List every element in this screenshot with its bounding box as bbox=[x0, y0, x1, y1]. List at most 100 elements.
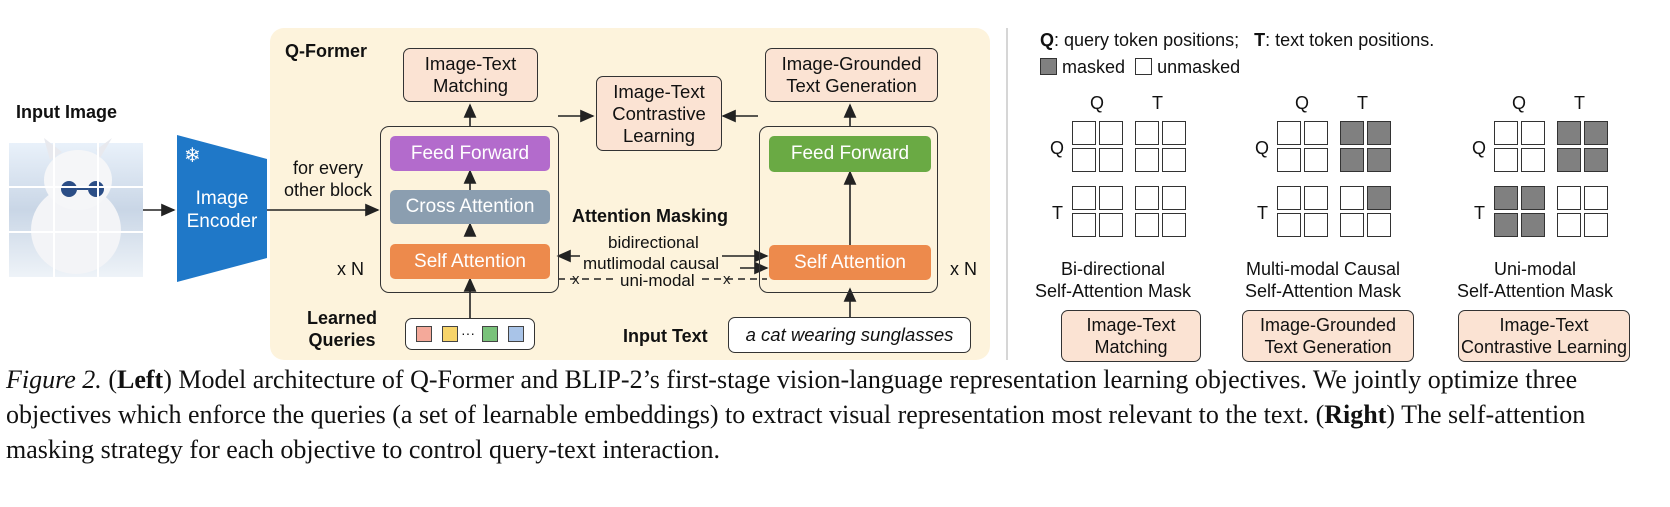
mask-cell-unmasked bbox=[1135, 186, 1159, 210]
caption-open: ( bbox=[101, 365, 117, 394]
legend-q-key: Q bbox=[1040, 30, 1055, 50]
attention-masking-label: Attention Masking bbox=[572, 206, 728, 226]
mask-row-q-label: Q bbox=[1255, 138, 1270, 158]
mask-cell-unmasked bbox=[1277, 186, 1301, 210]
mask-objective-box: Image-Text Contrastive Learning bbox=[1458, 310, 1630, 362]
mask-cell-unmasked bbox=[1557, 213, 1581, 237]
legend-t-text: : text token positions. bbox=[1265, 30, 1435, 50]
input-image-label: Input Image bbox=[16, 102, 118, 122]
xn-right-label: x N bbox=[950, 259, 977, 279]
mask-cell-masked bbox=[1584, 148, 1608, 172]
mask-cell-masked bbox=[1557, 121, 1581, 145]
mask-cell-unmasked bbox=[1099, 186, 1123, 210]
caption-text-1: ) Model architecture of Q-Former and BLI… bbox=[6, 365, 1578, 429]
image-encoder-label: Image Encoder bbox=[186, 188, 258, 232]
learned-queries-label: Learned Queries bbox=[306, 308, 378, 350]
mask-title: Multi-modal Causal Self-Attention Mask bbox=[1244, 259, 1402, 301]
qformer-image-stack bbox=[380, 126, 559, 293]
snowflake-icon: ❄ bbox=[184, 145, 201, 167]
mask-cell-unmasked bbox=[1099, 148, 1123, 172]
mask-cell-masked bbox=[1521, 186, 1545, 210]
mask-cell-masked bbox=[1367, 186, 1391, 210]
mask-cell-unmasked bbox=[1135, 148, 1159, 172]
mask-row-t-label: T bbox=[1474, 203, 1485, 223]
legend: Q: query token positions; T: text token … bbox=[1040, 28, 1434, 79]
mask-cell-unmasked bbox=[1494, 121, 1518, 145]
mask-cell-unmasked bbox=[1162, 213, 1186, 237]
mask-cell-unmasked bbox=[1162, 148, 1186, 172]
mask-row-q-label: Q bbox=[1050, 138, 1065, 158]
every-other-block-label: for every other block bbox=[283, 158, 373, 200]
mask-cell-unmasked bbox=[1340, 186, 1364, 210]
legend-masked-label: masked bbox=[1062, 57, 1126, 77]
itg-box: Image-Grounded Text Generation bbox=[765, 48, 938, 102]
mask-cell-unmasked bbox=[1304, 186, 1328, 210]
queries-ellipsis: ··· bbox=[461, 325, 475, 341]
query-token-1 bbox=[416, 326, 432, 342]
input-text-label: Input Text bbox=[623, 326, 708, 346]
mask-cell-unmasked bbox=[1162, 186, 1186, 210]
mask-cell-unmasked bbox=[1494, 148, 1518, 172]
legend-unmasked-label: unmasked bbox=[1157, 57, 1241, 77]
feed-forward-text: Feed Forward bbox=[769, 136, 931, 172]
mask-col-q-label: Q bbox=[1090, 93, 1105, 113]
legend-unmasked-swatch bbox=[1135, 58, 1153, 75]
feed-forward-image: Feed Forward bbox=[390, 136, 550, 171]
caption-text-2: ) The self-attention masking strategy fo… bbox=[6, 400, 1586, 464]
mask-cell-masked bbox=[1584, 121, 1608, 145]
mask-col-q-label: Q bbox=[1512, 93, 1527, 113]
mask-causal-label: mutlimodal causal bbox=[580, 253, 723, 275]
legend-masked-swatch bbox=[1040, 58, 1057, 75]
input-text-box: a cat wearing sunglasses bbox=[728, 317, 971, 353]
mask-cell-masked bbox=[1521, 213, 1545, 237]
mask-cell-unmasked bbox=[1072, 213, 1096, 237]
qformer-text-stack bbox=[759, 126, 938, 293]
mask-col-q-label: Q bbox=[1295, 93, 1310, 113]
self-attention-image: Self Attention bbox=[390, 244, 550, 279]
mask-cell-unmasked bbox=[1277, 148, 1301, 172]
image-encoder-shape bbox=[177, 135, 267, 282]
caption-fig-label: Figure 2. bbox=[6, 365, 102, 394]
query-token-3 bbox=[482, 326, 498, 342]
mask-title: Uni-modal Self-Attention Mask bbox=[1456, 259, 1614, 301]
mask-cell-unmasked bbox=[1135, 213, 1159, 237]
svg-text:x: x bbox=[723, 271, 731, 288]
mask-cell-masked bbox=[1340, 121, 1364, 145]
mask-unimodal-label: uni-modal bbox=[617, 270, 698, 292]
query-token-2 bbox=[442, 326, 458, 342]
caption-right-word: Right bbox=[1324, 400, 1387, 429]
mask-cell-unmasked bbox=[1304, 121, 1328, 145]
mask-cell-masked bbox=[1557, 148, 1581, 172]
mask-cell-unmasked bbox=[1304, 213, 1328, 237]
svg-text:x: x bbox=[572, 271, 580, 288]
mask-cell-unmasked bbox=[1072, 121, 1096, 145]
mask-cell-unmasked bbox=[1277, 121, 1301, 145]
mask-cell-unmasked bbox=[1099, 121, 1123, 145]
qformer-label: Q-Former bbox=[285, 41, 368, 61]
cross-attention: Cross Attention bbox=[390, 190, 550, 224]
query-token-4 bbox=[508, 326, 524, 342]
legend-t-key: T bbox=[1254, 30, 1266, 50]
mask-cell-unmasked bbox=[1099, 213, 1123, 237]
mask-cell-unmasked bbox=[1521, 121, 1545, 145]
mask-col-t-label: T bbox=[1574, 93, 1585, 113]
xn-left-label: x N bbox=[337, 259, 364, 279]
caption-left-word: Left bbox=[116, 365, 164, 394]
mask-bidirectional-label: bidirectional bbox=[605, 232, 702, 254]
mask-col-t-label: T bbox=[1357, 93, 1368, 113]
input-image bbox=[9, 138, 143, 277]
mask-cell-masked bbox=[1367, 121, 1391, 145]
mask-row-t-label: T bbox=[1257, 203, 1268, 223]
mask-cell-unmasked bbox=[1162, 121, 1186, 145]
mask-cell-masked bbox=[1367, 148, 1391, 172]
mask-cell-unmasked bbox=[1135, 121, 1159, 145]
mask-cell-masked bbox=[1494, 213, 1518, 237]
mask-row-t-label: T bbox=[1052, 203, 1063, 223]
figure-caption: Figure 2. (Left) Model architecture of Q… bbox=[6, 362, 1666, 467]
itm-box: Image-Text Matching bbox=[403, 48, 538, 102]
mask-cell-unmasked bbox=[1367, 213, 1391, 237]
mask-col-t-label: T bbox=[1152, 93, 1163, 113]
mask-cell-unmasked bbox=[1304, 148, 1328, 172]
mask-cell-unmasked bbox=[1521, 148, 1545, 172]
mask-objective-box: Image-Grounded Text Generation bbox=[1242, 310, 1414, 362]
